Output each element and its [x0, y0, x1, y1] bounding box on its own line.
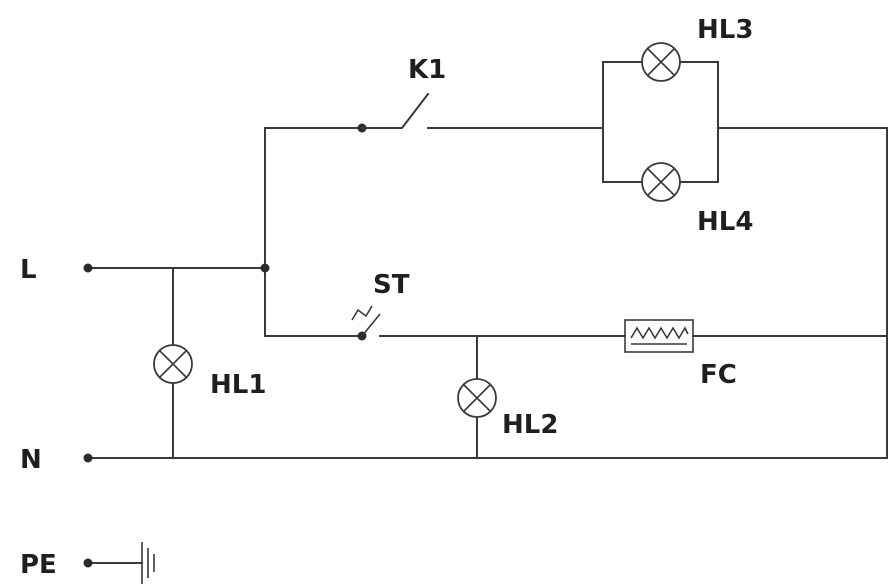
switch-k1	[361, 92, 430, 129]
junctions	[83, 123, 367, 568]
lamp-hl3	[641, 42, 681, 82]
heater-icon	[624, 319, 694, 353]
switch-icon	[351, 305, 381, 337]
switch-icon	[361, 92, 430, 129]
lamp-cross	[158, 349, 188, 379]
terminal-pe-dot	[83, 558, 93, 568]
terminal-n-dot	[83, 453, 93, 463]
terminal-pe-label: PE	[20, 550, 57, 580]
wires	[87, 61, 888, 564]
heater-fc	[624, 319, 694, 353]
ground-icon	[141, 542, 155, 584]
lamp-hl1	[153, 344, 193, 384]
labels: L N PE K1 HL3 HL4 ST FC HL1 HL2	[20, 15, 753, 580]
heater-element	[630, 326, 689, 340]
junction-bus-dot	[260, 263, 270, 273]
terminal-l-dot	[83, 263, 93, 273]
st-label: ST	[373, 270, 410, 300]
fc-label: FC	[700, 360, 737, 390]
lamp-cross	[646, 167, 676, 197]
k1-label: K1	[408, 55, 446, 85]
switch-st	[351, 305, 381, 337]
lamp-hl2	[457, 378, 497, 418]
lamp-cross	[462, 383, 492, 413]
lamp-cross	[646, 47, 676, 77]
hl4-label: HL4	[697, 207, 753, 237]
terminal-l-label: L	[20, 255, 37, 285]
hl3-label: HL3	[697, 15, 753, 45]
terminal-n-label: N	[20, 445, 42, 475]
hl2-label: HL2	[502, 410, 558, 440]
hl1-label: HL1	[210, 370, 266, 400]
ground-symbol	[141, 542, 155, 584]
lamp-hl4	[641, 162, 681, 202]
